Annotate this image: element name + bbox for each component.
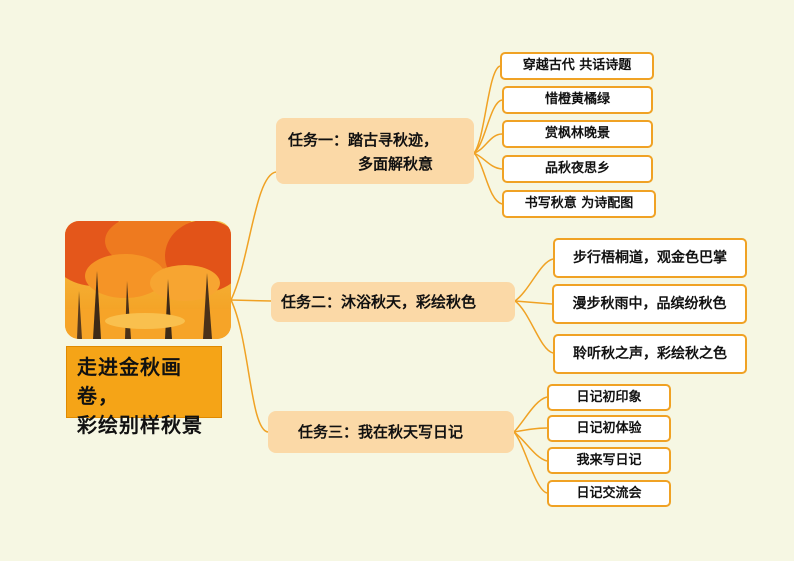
task-3-item: 日记初体验 (547, 415, 671, 442)
root-title-line1: 走进金秋画卷， (77, 355, 182, 408)
task-2-item: 聆听秋之声，彩绘秋之色 (553, 334, 747, 374)
task-3-line1: 任务三：我在秋天写日记 (298, 423, 464, 441)
task-1-item: 书写秋意 为诗配图 (502, 190, 656, 218)
task-1: 任务一：踏古寻秋迹， 多面解秋意 (276, 118, 474, 184)
root-topic: 走进金秋画卷， 彩绘别样秋景 (66, 346, 222, 437)
task-2: 任务二：沐浴秋天，彩绘秋色 (271, 282, 515, 322)
task-1-item: 品秋夜思乡 (502, 155, 653, 183)
task-1-item: 赏枫林晚景 (502, 120, 653, 148)
task-1-item: 穿越古代 共话诗题 (500, 52, 654, 80)
task-2-line1: 任务二：沐浴秋天，彩绘秋色 (281, 293, 477, 311)
task-3-item: 日记初印象 (547, 384, 671, 411)
connector-root-task1 (230, 171, 277, 301)
connector-root-task2 (230, 299, 272, 302)
task-3-item: 我来写日记 (547, 447, 671, 474)
task-3-item: 日记交流会 (547, 480, 671, 507)
task-2-item: 步行梧桐道，观金色巴掌 (553, 238, 747, 278)
task-1-line2: 多面解秋意 (358, 155, 434, 173)
task-1-line1: 任务一：踏古寻秋迹， (288, 131, 439, 149)
connector-root-task3 (230, 299, 269, 433)
task-3: 任务三：我在秋天写日记 (268, 411, 514, 453)
task-1-item: 惜橙黄橘绿 (502, 86, 653, 114)
root-title-line2: 彩绘别样秋景 (77, 413, 203, 437)
autumn-trees-image (65, 221, 231, 339)
task-2-item: 漫步秋雨中，品缤纷秋色 (552, 284, 747, 324)
